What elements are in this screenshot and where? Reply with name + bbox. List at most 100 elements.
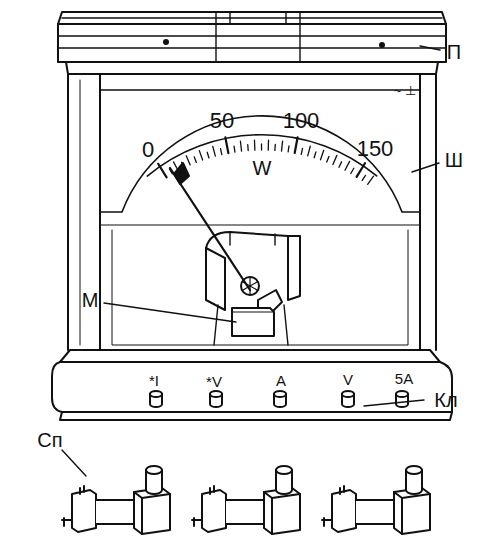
current-type-symbol: ~ ⊥ <box>394 84 417 97</box>
unit-label: W <box>253 158 272 178</box>
clamp-edge <box>134 492 170 534</box>
knob-top <box>396 391 408 397</box>
cap-grooves <box>58 18 446 48</box>
top-cap <box>58 12 446 74</box>
plug-body <box>96 500 139 524</box>
lead-wires <box>214 305 288 345</box>
clamp-screw <box>210 486 214 494</box>
scale-tick <box>240 141 241 151</box>
terminal-knob <box>274 391 286 407</box>
scale-tick <box>295 137 298 153</box>
base-top <box>60 350 440 362</box>
clamp-screw <box>80 486 84 494</box>
terminal-label: *I <box>149 373 159 388</box>
face-top-edge <box>100 89 420 90</box>
scale-tick <box>261 144 262 150</box>
leader-line <box>412 163 439 172</box>
scale-tick <box>199 151 202 160</box>
leader-lines <box>62 46 440 476</box>
terminal-knob <box>342 391 354 407</box>
leader-line <box>104 303 236 322</box>
leader-line <box>420 46 440 50</box>
part-letter: М <box>82 290 99 310</box>
plug-body <box>356 500 399 524</box>
terminals <box>150 391 408 407</box>
scale-tick <box>320 150 323 159</box>
scale-tick <box>362 175 365 180</box>
scale-tick <box>314 152 316 158</box>
clamp-screw <box>340 486 344 494</box>
scale-tick <box>186 156 190 165</box>
pointer <box>170 168 250 290</box>
terminal-knob <box>150 391 162 407</box>
scale-tick <box>254 140 256 150</box>
terminal-label: V <box>343 372 353 387</box>
knob-top <box>274 391 286 397</box>
knob-top <box>406 466 422 474</box>
knob-top <box>210 391 222 397</box>
pointer-vane <box>174 163 189 184</box>
scale-tick <box>282 141 283 151</box>
block-edge <box>232 311 274 312</box>
clamp-left <box>332 490 356 532</box>
scale-number: 50 <box>210 110 234 132</box>
right-column <box>420 74 436 350</box>
leader-line <box>62 450 86 476</box>
window-edge <box>100 224 420 225</box>
mechanism-block <box>232 308 274 336</box>
frame-lines <box>230 232 275 245</box>
scale-tick <box>345 161 350 170</box>
scale-tick <box>207 152 209 158</box>
scale-tick <box>247 145 249 151</box>
cap-lip <box>66 62 438 74</box>
connector-piece <box>192 466 300 534</box>
scale-number: 150 <box>357 138 394 160</box>
scale-number: 0 <box>142 139 154 161</box>
scale-tick <box>327 156 329 162</box>
clamp-left <box>202 490 226 532</box>
cap-front <box>58 24 446 62</box>
scale-ticks <box>158 137 373 184</box>
scale-tick <box>221 149 222 155</box>
screw-dot <box>380 43 384 47</box>
part-letter: Ш <box>445 150 463 170</box>
knob-top <box>146 466 162 474</box>
housing <box>68 74 436 350</box>
knob-top <box>150 391 162 397</box>
scale-tick <box>308 146 311 156</box>
scale-tick <box>268 140 270 150</box>
mechanism <box>170 163 300 345</box>
part-letter: Сп <box>37 430 62 450</box>
scale-tick <box>333 155 337 164</box>
terminal-label: A <box>276 373 286 388</box>
cap-tab <box>216 12 300 62</box>
frame-left <box>206 248 225 310</box>
clamp-left <box>72 490 96 532</box>
scale-tick <box>194 157 196 163</box>
column-edge <box>80 80 81 345</box>
terminal-knob <box>210 391 222 407</box>
clamp-right <box>264 488 300 534</box>
scale-tick <box>287 146 289 152</box>
clamp-edge <box>264 492 300 534</box>
leader-line <box>364 400 424 406</box>
left-column <box>68 74 100 350</box>
connector-pieces <box>62 466 430 534</box>
clamp-edge <box>394 492 430 534</box>
terminal-label: 5A <box>395 371 413 386</box>
base-bottom <box>60 412 452 420</box>
scale-tick <box>368 176 374 184</box>
scale-tick <box>233 146 235 152</box>
terminal-label: *V <box>206 374 222 389</box>
window-inner <box>112 230 408 345</box>
scale-tick <box>351 168 354 173</box>
scale-tick <box>225 137 228 153</box>
coil-windings <box>243 277 257 295</box>
frame-right <box>288 236 300 300</box>
base-front <box>52 362 452 412</box>
connector-piece <box>62 466 170 534</box>
knob-top <box>276 466 292 474</box>
base <box>52 350 452 420</box>
scale-tick <box>213 146 216 156</box>
